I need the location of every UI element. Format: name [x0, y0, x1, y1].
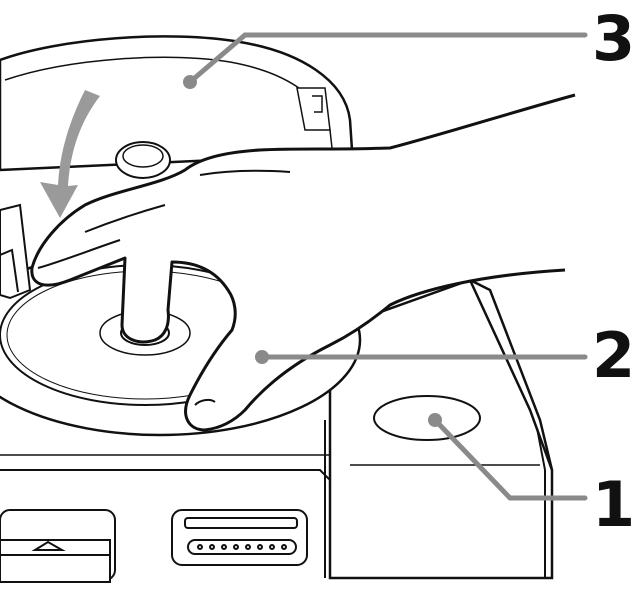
- disc-lid: [0, 35, 354, 179]
- callout-number-2: 2: [592, 319, 633, 392]
- lid-open-button: [373, 395, 481, 441]
- callout-number-3: 3: [592, 2, 633, 75]
- callout-number-1: 1: [592, 468, 633, 541]
- memory-card-slot: [171, 509, 308, 566]
- controller-port: [0, 509, 116, 583]
- insertion-arrow: [40, 90, 100, 218]
- callout-lines: [183, 32, 588, 501]
- hand: [30, 93, 576, 432]
- lid-hinge: [0, 203, 32, 300]
